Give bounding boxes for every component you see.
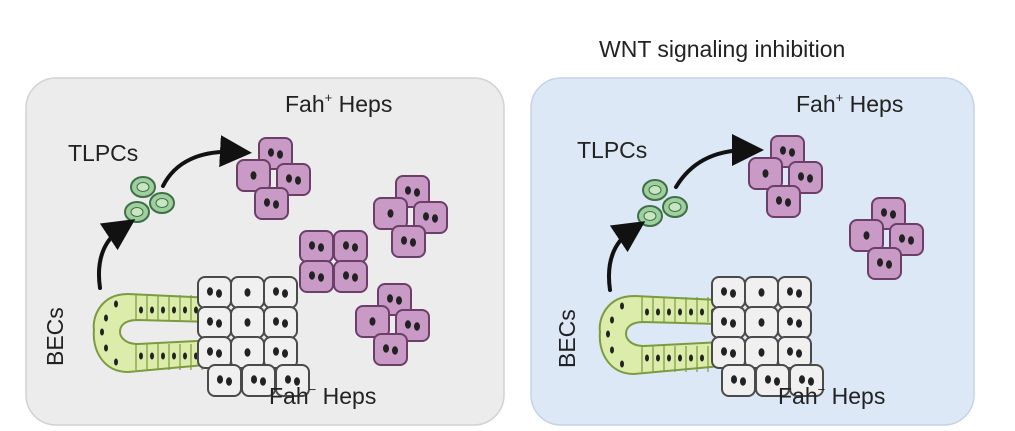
fah-negative-hepatocyte-cluster-cell (197, 336, 232, 369)
fah-negative-hepatocyte-cluster-cell (777, 276, 812, 309)
panel-wnt-fah-negative-label: Fah− Heps (778, 382, 886, 409)
panel-wnt-inhibition-background (530, 77, 975, 426)
fah-negative-hepatocyte-cluster-cell (744, 336, 779, 369)
fah-positive-hepatocyte-cluster-icon (299, 230, 368, 293)
fah-positive-hepatocyte-cluster-cell (333, 260, 368, 293)
fah-negative-hepatocyte-cluster-cell (197, 276, 232, 309)
fah-positive-hepatocyte-cluster-cell (236, 159, 271, 192)
fah-positive-hepatocyte-cluster-cell (373, 197, 408, 230)
heps-text: Heps (831, 383, 886, 409)
fah-negative-hepatocyte-cluster-cell (230, 336, 265, 369)
fah-positive-hepatocyte-cluster-cell (849, 219, 884, 252)
fah-positive-hepatocyte-cluster-cell (299, 230, 334, 263)
fah-negative-hepatocyte-cluster-cell (197, 306, 232, 339)
panel-wnt-bec-label: BECs (554, 309, 580, 368)
fah-positive-hepatocyte-cluster-cell (867, 247, 902, 280)
curved-arrow-icon (674, 134, 764, 189)
panel-wnt-fah-positive-label: Fah+ Heps (796, 90, 904, 117)
fah-negative-superscript: − (817, 382, 826, 397)
fah-negative-hepatocyte-cluster-cell (230, 276, 265, 309)
fah-negative-hepatocyte-cluster-icon (711, 276, 824, 397)
fah-positive-hepatocyte-cluster-cell (889, 223, 924, 256)
fah-negative-hepatocyte-cluster-cell (744, 276, 779, 309)
fah-negative-hepatocyte-cluster-cell (263, 336, 298, 369)
fah-negative-hepatocyte-cluster-icon (197, 276, 310, 397)
fah-positive-hepatocyte-cluster-cell (373, 333, 408, 366)
fah-positive-hepatocyte-cluster-cell (395, 309, 430, 342)
fah-negative-hepatocyte-cluster-cell (711, 336, 746, 369)
fah-positive-hepatocyte-cluster-cell (766, 185, 801, 218)
bile-duct-icon (92, 292, 217, 374)
curved-arrow-icon (161, 135, 252, 188)
fah-negative-hepatocyte-cluster-cell (777, 306, 812, 339)
fah-negative-hepatocyte-cluster-cell (711, 276, 746, 309)
tlpc-cell-icon (662, 196, 688, 218)
fah-negative-base: Fah (778, 383, 818, 409)
fah-positive-hepatocyte-cluster-cell (333, 230, 368, 263)
fah-positive-hepatocyte-cluster-cell (355, 305, 390, 338)
fah-negative-hepatocyte-cluster-cell (744, 306, 779, 339)
fah-positive-hepatocyte-cluster-cell (788, 161, 823, 194)
panel-control-fah-positive-label: Fah+ Heps (285, 90, 393, 117)
fah-positive-superscript: + (324, 90, 333, 105)
heps-text: Heps (338, 91, 393, 117)
fah-positive-base: Fah (285, 91, 325, 117)
fah-negative-hepatocyte-cluster-cell (230, 306, 265, 339)
heps-text: Heps (322, 383, 377, 409)
fah-negative-hepatocyte-cluster-cell (263, 276, 298, 309)
fah-negative-hepatocyte-cluster-cell (721, 364, 756, 397)
fah-positive-hepatocyte-cluster-cell (413, 201, 448, 234)
fah-negative-hepatocyte-cluster-cell (789, 364, 824, 397)
fah-positive-hepatocyte-cluster-cell (299, 260, 334, 293)
fah-positive-hepatocyte-cluster-cell (391, 225, 426, 258)
tlpc-cell-icon (124, 201, 150, 223)
fah-negative-hepatocyte-cluster-cell (275, 364, 310, 397)
fah-positive-hepatocyte-cluster-icon (236, 137, 311, 220)
fah-negative-hepatocyte-cluster-cell (777, 336, 812, 369)
fah-negative-base: Fah (269, 383, 309, 409)
panel-wnt-inhibition-heading: WNT signaling inhibition (599, 36, 846, 62)
panel-wnt-tlpc-label: TLPCs (577, 137, 648, 163)
panel-control-bec-label: BECs (42, 307, 68, 366)
fah-negative-superscript: − (308, 382, 317, 397)
fah-positive-hepatocyte-cluster-cell (748, 157, 783, 190)
fah-positive-hepatocyte-cluster-cell (254, 187, 289, 220)
fah-positive-hepatocyte-cluster-cell (276, 163, 311, 196)
tlpc-cell-icon (130, 176, 156, 198)
panel-control-illustration (92, 135, 448, 397)
curved-arrow-icon (97, 219, 136, 290)
fah-positive-superscript: + (835, 90, 844, 105)
fah-positive-hepatocyte-cluster-icon (355, 283, 430, 366)
fah-negative-hepatocyte-cluster-cell (263, 306, 298, 339)
fah-negative-hepatocyte-cluster-cell (711, 306, 746, 339)
tlpc-cell-icon (642, 179, 668, 201)
panel-control-fah-negative-label: Fah− Heps (269, 382, 377, 409)
fah-positive-hepatocyte-cluster-icon (849, 197, 924, 280)
tlpc-cell-icon (149, 192, 175, 214)
curved-arrow-icon (607, 221, 646, 292)
fah-positive-hepatocyte-cluster-icon (373, 175, 448, 258)
panel-control-tlpc-label: TLPCs (68, 140, 139, 166)
tlpc-cell-icon (637, 205, 663, 227)
fah-positive-base: Fah (796, 91, 836, 117)
heps-text: Heps (849, 91, 904, 117)
panel-wnt-inhibition-illustration (598, 134, 924, 397)
fah-positive-hepatocyte-cluster-icon (748, 135, 823, 218)
fah-negative-hepatocyte-cluster-cell (207, 364, 242, 397)
